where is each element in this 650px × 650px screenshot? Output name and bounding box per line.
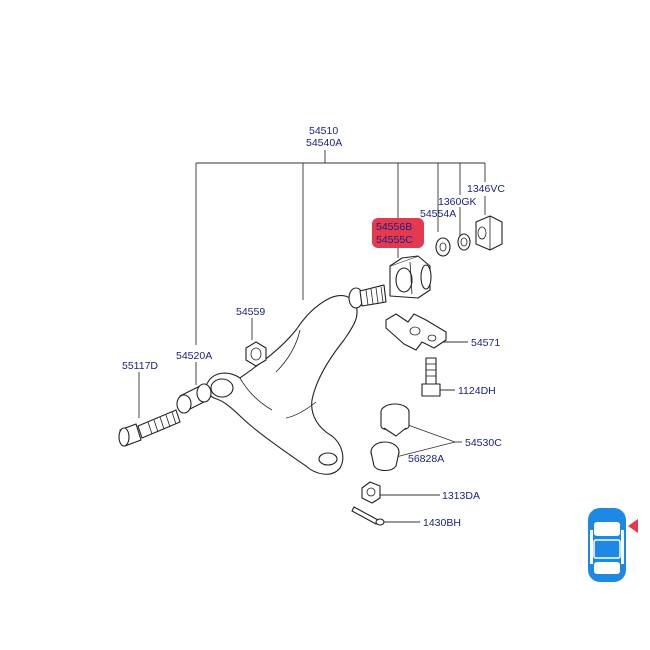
label-ball-joint[interactable]: 54530C (465, 437, 502, 449)
label-bushing[interactable]: 54520A (176, 350, 212, 362)
label-small-nut[interactable]: 54559 (236, 306, 265, 318)
washer-a (435, 237, 451, 257)
label-bracket-bolt[interactable]: 1124DH (458, 385, 496, 397)
hex-nut-top (475, 215, 503, 251)
label-boot[interactable]: 56828A (408, 453, 444, 465)
label-arm-assy-2[interactable]: 54540A (306, 137, 342, 149)
small-nut (245, 341, 267, 367)
label-arm-assy-1[interactable]: 54510 (309, 125, 338, 137)
label-nut-top[interactable]: 1346VC (467, 183, 505, 195)
rear-bushing (176, 383, 212, 414)
label-cotter-pin[interactable]: 1430BH (423, 517, 461, 529)
car-top-view-icon (588, 508, 638, 582)
castle-nut (361, 481, 381, 504)
label-highlight-2[interactable]: 54555C (376, 234, 413, 246)
lower-control-arm (205, 295, 358, 475)
position-marker-icon (628, 519, 638, 533)
large-bushing (389, 255, 432, 299)
label-long-bolt[interactable]: 55117D (122, 360, 158, 372)
pivot-stud (348, 284, 387, 309)
label-washer-b[interactable]: 1360GK (438, 196, 477, 208)
bracket-bolt (421, 357, 441, 397)
part-labels: 54510 54540A 54556B 54555C 54554A 1360GK… (122, 125, 505, 529)
long-bolt (118, 409, 181, 447)
label-castle-nut[interactable]: 1313DA (442, 490, 480, 502)
label-bracket[interactable]: 54571 (471, 337, 500, 349)
ball-joint (370, 403, 410, 472)
washer-b (457, 233, 471, 251)
label-washer-a[interactable]: 54554A (420, 208, 456, 220)
cotter-pin (351, 506, 385, 526)
label-highlight-1[interactable]: 54556B (376, 221, 412, 233)
bracket (385, 313, 447, 351)
highlight-box[interactable] (372, 218, 424, 248)
